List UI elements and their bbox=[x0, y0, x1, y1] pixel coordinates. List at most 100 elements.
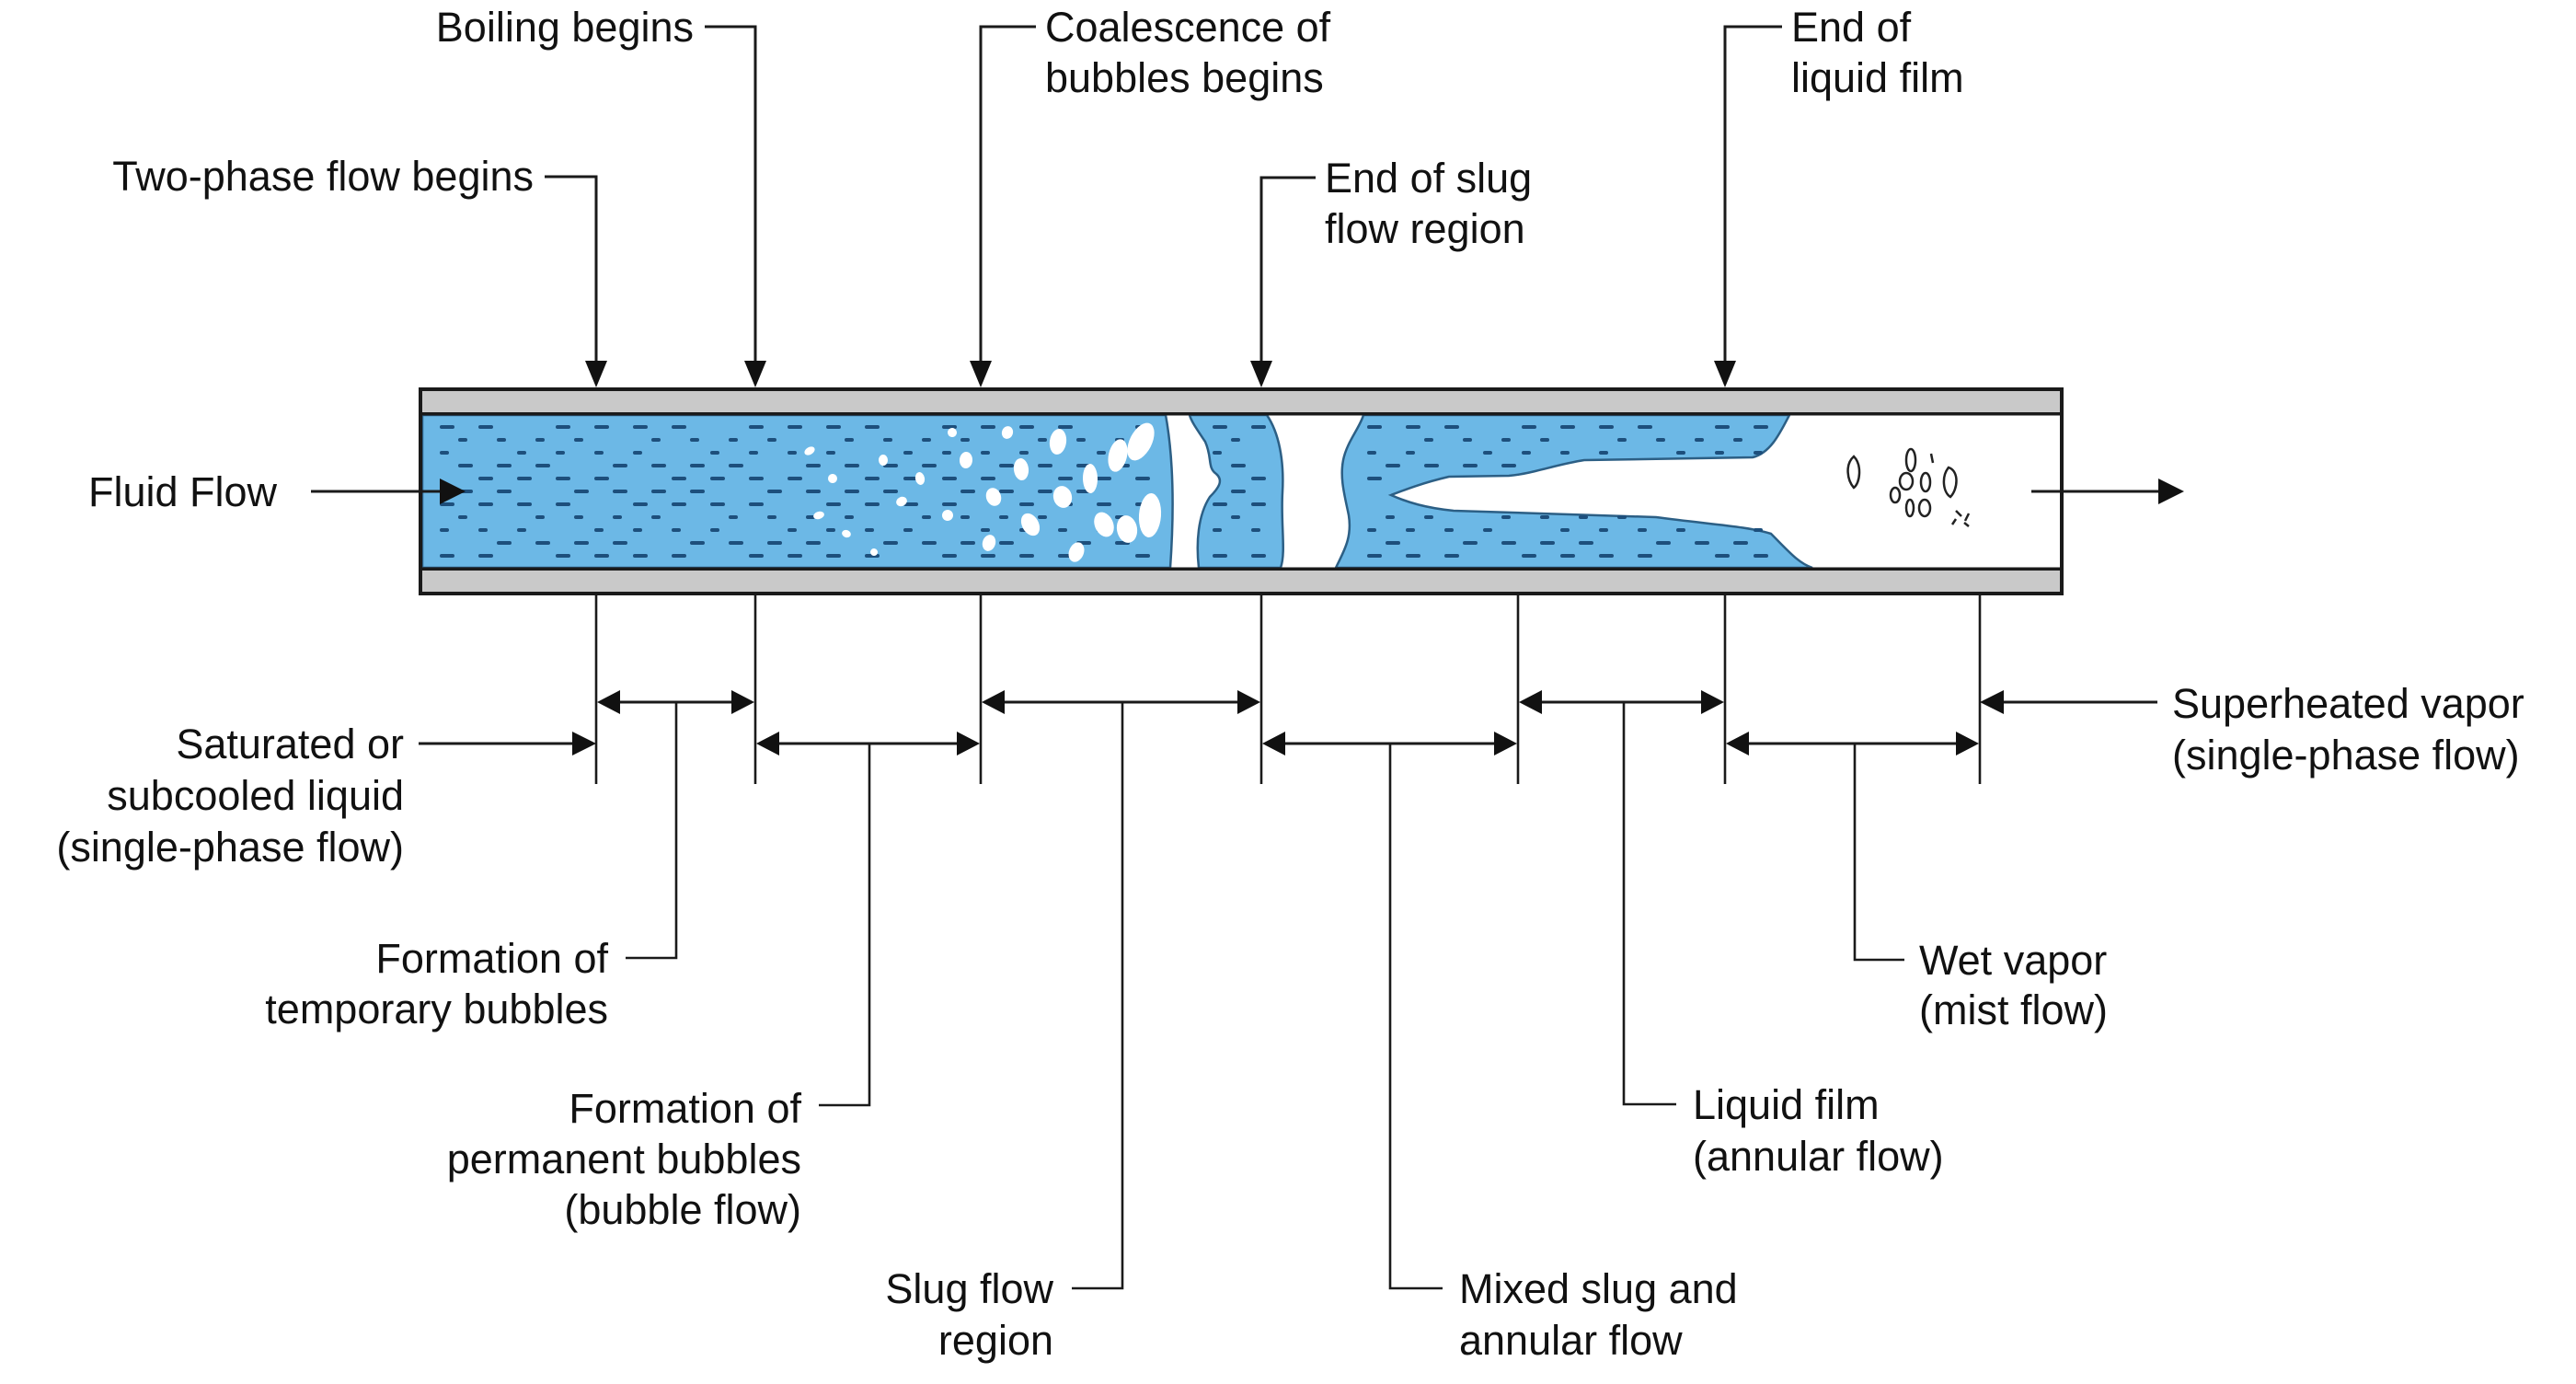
arrow-left-icon bbox=[1519, 690, 1542, 714]
region-liquid-film-label-1: Liquid film bbox=[1693, 1081, 1880, 1128]
vapor-bubble bbox=[1127, 422, 1155, 461]
vapor-bubble bbox=[1116, 515, 1138, 543]
vapor-bubble bbox=[804, 446, 815, 456]
region-perm-bubbles: Formation of permanent bubbles (bubble f… bbox=[447, 744, 871, 1233]
vapor-bubble bbox=[1020, 513, 1041, 536]
region-span-arrows bbox=[597, 690, 1979, 755]
region-temp-bubbles-label-1: Formation of bbox=[375, 935, 608, 982]
arrow-down-icon bbox=[970, 361, 992, 387]
annular-film bbox=[1334, 413, 1813, 570]
arrow-left-icon bbox=[597, 690, 620, 714]
span-arrow bbox=[756, 732, 980, 755]
arrow-down-icon bbox=[585, 361, 607, 387]
pipe-wall-bottom bbox=[419, 567, 2064, 595]
vapor-bubble bbox=[959, 452, 973, 468]
arrow-left-icon bbox=[982, 690, 1005, 714]
span-arrow bbox=[1726, 732, 1979, 755]
vapor-bubble bbox=[1094, 512, 1114, 537]
marker-end-slug-label-1: End of slug bbox=[1325, 155, 1532, 202]
marker-end-film-label-2: liquid film bbox=[1791, 54, 1964, 101]
region-mixed-label-2: annular flow bbox=[1459, 1317, 1683, 1364]
region-liquid-film-label-2: (annular flow) bbox=[1693, 1133, 1944, 1180]
arrow-left-icon bbox=[1980, 690, 2004, 714]
outlet-arrow bbox=[2031, 479, 2184, 504]
marker-two-phase-label: Two-phase flow begins bbox=[112, 153, 534, 200]
span-arrow bbox=[982, 690, 1260, 714]
region-perm-bubbles-label-3: (bubble flow) bbox=[564, 1186, 801, 1233]
region-perm-bubbles-label-1: Formation of bbox=[569, 1085, 801, 1132]
region-superheated: Superheated vapor (single-phase flow) bbox=[1980, 680, 2524, 778]
region-temp-bubbles-label-2: temporary bubbles bbox=[265, 986, 608, 1032]
vapor-bubble bbox=[1001, 426, 1014, 439]
region-single-liquid-label-2: subcooled liquid bbox=[107, 772, 404, 819]
pipe-wall-top bbox=[419, 387, 2064, 416]
marker-boiling: Boiling begins bbox=[436, 4, 766, 387]
vapor-bubble bbox=[948, 428, 957, 437]
vapor-bubble bbox=[1052, 486, 1073, 508]
region-mixed: Mixed slug and annular flow bbox=[1388, 744, 1738, 1364]
arrow-right-icon bbox=[957, 732, 980, 755]
region-single-liquid-label-3: (single-phase flow) bbox=[56, 824, 404, 871]
marker-end-film: End of liquid film bbox=[1714, 4, 1964, 387]
region-wet-vapor-label-1: Wet vapor bbox=[1919, 937, 2107, 984]
flow-direction-icon bbox=[440, 479, 466, 504]
marker-coalescence-label-2: bubbles begins bbox=[1045, 54, 1324, 101]
vapor-bubble bbox=[878, 455, 889, 466]
arrow-right-icon bbox=[1494, 732, 1517, 755]
arrow-down-icon bbox=[744, 361, 766, 387]
region-single-liquid-label-1: Saturated or bbox=[176, 721, 404, 767]
vapor-bubble bbox=[842, 529, 851, 538]
arrow-left-icon bbox=[1726, 732, 1749, 755]
region-wet-vapor-label-2: (mist flow) bbox=[1919, 986, 2108, 1033]
marker-end-slug: End of slug flow region bbox=[1250, 155, 1532, 387]
region-perm-bubbles-label-2: permanent bubbles bbox=[447, 1136, 801, 1182]
arrow-left-icon bbox=[1262, 732, 1285, 755]
marker-coalescence-label-1: Coalescence of bbox=[1045, 4, 1331, 51]
region-liquid-film: Liquid film (annular flow) bbox=[1622, 702, 1944, 1180]
region-mixed-label-1: Mixed slug and bbox=[1459, 1265, 1738, 1312]
vapor-bubble bbox=[870, 548, 878, 556]
region-slug-label-1: Slug flow bbox=[885, 1265, 1053, 1312]
region-superheated-label-2: (single-phase flow) bbox=[2172, 732, 2520, 778]
region-slug: Slug flow region bbox=[885, 702, 1124, 1364]
region-slug-label-2: region bbox=[938, 1317, 1053, 1364]
region-temp-bubbles: Formation of temporary bubbles bbox=[265, 702, 678, 1032]
vapor-bubble bbox=[1082, 464, 1098, 493]
pipe bbox=[419, 387, 2064, 595]
marker-boiling-label: Boiling begins bbox=[436, 4, 694, 51]
arrow-down-icon bbox=[1250, 361, 1272, 387]
vapor-bubble bbox=[1138, 493, 1162, 537]
marker-two-phase: Two-phase flow begins bbox=[112, 153, 607, 387]
arrow-down-icon bbox=[1714, 361, 1736, 387]
region-single-liquid: Saturated or subcooled liquid (single-ph… bbox=[56, 721, 596, 871]
inlet-label: Fluid Flow bbox=[88, 468, 278, 515]
vapor-bubble bbox=[896, 496, 907, 507]
arrow-right-icon bbox=[1956, 732, 1979, 755]
vapor-bubble bbox=[1108, 439, 1128, 472]
vapor-bubble bbox=[1068, 542, 1085, 562]
marker-end-slug-label-2: flow region bbox=[1325, 205, 1525, 252]
arrow-right-icon bbox=[572, 732, 596, 755]
span-arrow bbox=[1519, 690, 1724, 714]
marker-coalescence: Coalescence of bubbles begins bbox=[970, 4, 1331, 387]
bubbles bbox=[804, 422, 1162, 562]
vapor-bubble bbox=[982, 535, 996, 551]
vapor-bubble bbox=[1049, 429, 1067, 455]
boundary-ticks bbox=[594, 594, 1982, 784]
arrow-right-icon bbox=[1701, 690, 1724, 714]
arrow-left-icon bbox=[756, 732, 779, 755]
mist-droplets bbox=[1846, 447, 1971, 527]
arrow-right-icon bbox=[731, 690, 754, 714]
vapor-bubble bbox=[942, 510, 953, 521]
vapor-bubble bbox=[828, 474, 837, 483]
vapor-bubble bbox=[1013, 458, 1029, 480]
inlet-arrow: Fluid Flow bbox=[88, 468, 466, 515]
arrow-right-icon bbox=[1237, 690, 1260, 714]
region-superheated-label-1: Superheated vapor bbox=[2172, 680, 2524, 727]
vapor-bubble bbox=[985, 488, 1002, 506]
vapor-bubble bbox=[914, 472, 926, 485]
marker-end-film-label-1: End of bbox=[1791, 4, 1912, 51]
vapor-bubble bbox=[813, 511, 824, 520]
arrow-right-icon bbox=[2158, 479, 2184, 504]
